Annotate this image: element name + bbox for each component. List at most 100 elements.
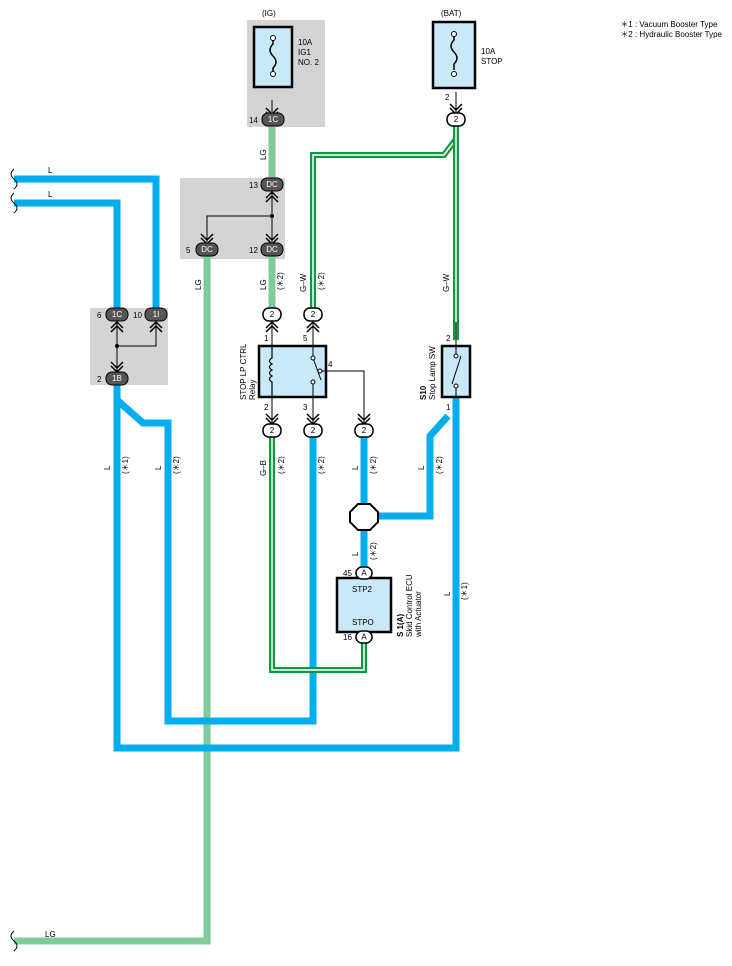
- fuse-ig-group: (IG): [262, 9, 276, 18]
- legend-note-2: ＊2 : Hydraulic Booster Type: [620, 30, 722, 39]
- legend-note-1: ＊1 : Vacuum Booster Type: [620, 20, 718, 29]
- junction-splice: [349, 503, 379, 531]
- connector-2-relay-3[interactable]: 2: [303, 413, 323, 438]
- wire-l-vacuum: [113, 385, 460, 752]
- connector-2-relay-1[interactable]: 2: [262, 307, 282, 333]
- connector-a-16[interactable]: A: [355, 630, 373, 644]
- connector-1c-top[interactable]: 1C: [261, 107, 285, 127]
- fuse-ig-rating: 10A: [298, 38, 313, 47]
- connector-2-bat[interactable]: 2: [446, 103, 466, 127]
- connector-2-relay-5[interactable]: 2: [303, 307, 323, 333]
- pin-4-relay: 4: [328, 360, 333, 369]
- connector-a-45[interactable]: A: [355, 566, 373, 580]
- wire-lg-group: [14, 126, 276, 945]
- connector-1c-left[interactable]: 1C: [105, 307, 129, 333]
- fuse-bat-name: STOP: [481, 57, 503, 66]
- wire-lg-ground: [14, 256, 211, 945]
- pin-12: 12: [249, 246, 258, 255]
- svg-text:A: A: [361, 633, 367, 642]
- wire-note-gb: (＊2): [277, 456, 286, 474]
- wire-label-lg-ig: LG: [259, 149, 268, 160]
- wire-label-lg-ground: LG: [45, 930, 56, 939]
- ecu-sub: with Actuator: [414, 591, 423, 638]
- pin-3-relay: 3: [303, 403, 308, 412]
- wire-gw-group: [269, 126, 459, 673]
- ecu-pin-stpo: STPO: [352, 618, 374, 627]
- wire-label-lg-relay: LG: [259, 279, 268, 290]
- pin-2-bat: 2: [445, 93, 450, 102]
- relay-sub: Relay: [248, 380, 257, 400]
- wire-label-l-switch: L: [417, 465, 426, 470]
- wire-note-gw-relay: (＊2): [317, 272, 326, 290]
- connector-2-relay-2[interactable]: 2: [262, 413, 282, 438]
- wire-l-hydraulic: [114, 397, 317, 725]
- wire-l-top: [14, 175, 160, 308]
- pin-2-switch: 2: [446, 334, 451, 343]
- pin-5-dc: 5: [186, 246, 191, 255]
- pin-5-relay: 5: [303, 334, 308, 343]
- wire-label-lg-dc5: LG: [194, 279, 203, 290]
- wire-label-gw-relay: G–W: [299, 273, 308, 292]
- connector-1b[interactable]: 1B: [105, 361, 129, 386]
- fuse-bat-group: (BAT): [441, 9, 462, 18]
- svg-text:2: 2: [311, 426, 316, 435]
- svg-text:1B: 1B: [112, 374, 122, 383]
- wire-note-vac-right: (＊1): [460, 582, 469, 600]
- pin-14: 14: [249, 116, 258, 125]
- fuse-ig-name1: IG1: [298, 48, 311, 57]
- wire-label-gb: G–B: [259, 460, 268, 476]
- pin-13: 13: [249, 181, 258, 190]
- pin-1-switch: 1: [446, 403, 451, 412]
- svg-text:2: 2: [362, 426, 367, 435]
- svg-text:2: 2: [311, 310, 316, 319]
- pin-2-relay: 2: [264, 403, 269, 412]
- wire-note-l-vac: (＊1): [121, 456, 130, 474]
- wire-note-relay3: (＊2): [317, 456, 326, 474]
- ecu-pin-stp2: STP2: [352, 585, 373, 594]
- pin-2-1b: 2: [97, 375, 102, 384]
- connector-2-relay-4[interactable]: 2: [354, 413, 374, 438]
- fuse-stop[interactable]: [431, 20, 477, 90]
- connector-dc-12[interactable]: DC: [260, 233, 284, 257]
- wire-label-gw-switch: G–W: [442, 273, 451, 292]
- svg-text:2: 2: [270, 310, 275, 319]
- switch-code: S10: [419, 385, 428, 400]
- svg-text:A: A: [361, 569, 367, 578]
- fuse-ig1-no2[interactable]: [252, 25, 294, 89]
- wire-note-l-hyd: (＊2): [172, 456, 181, 474]
- fuse-ig-name2: NO. 2: [298, 58, 319, 67]
- legend: ＊1 : Vacuum Booster Type ＊2 : Hydraulic …: [620, 20, 722, 40]
- stop-lp-ctrl-relay[interactable]: [257, 344, 328, 399]
- svg-text:1I: 1I: [153, 310, 160, 319]
- wire-label-l-top: L: [48, 166, 53, 175]
- wire-note-switch: (＊2): [435, 456, 444, 474]
- stop-lamp-switch[interactable]: [440, 344, 472, 399]
- relay-name: STOP LP CTRL: [239, 343, 248, 400]
- svg-text:2: 2: [270, 426, 275, 435]
- svg-text:2: 2: [454, 115, 459, 124]
- pin-16: 16: [343, 633, 352, 642]
- wire-label-l-ecu: L: [351, 551, 360, 556]
- svg-text:1C: 1C: [112, 310, 122, 319]
- wire-note-relay4: (＊2): [369, 456, 378, 474]
- wire-l-group: [14, 175, 460, 752]
- wire-label-l-second: L: [48, 190, 53, 199]
- wire-note-lg-relay: (＊2): [276, 272, 285, 290]
- wire-note-ecu: (＊2): [369, 542, 378, 560]
- pin-45: 45: [343, 569, 352, 578]
- wire-break-marks: [10, 168, 18, 952]
- pin-6: 6: [97, 311, 102, 320]
- connector-dc-5[interactable]: DC: [195, 233, 219, 257]
- wire-label-l-vac-right: L: [443, 591, 452, 596]
- wire-l-switch-link: [376, 413, 451, 520]
- connector-1i[interactable]: 1I: [144, 307, 168, 333]
- ecu-code: S 1(A): [396, 614, 405, 637]
- pin-1-relay: 1: [264, 334, 269, 343]
- connector-dc-13[interactable]: DC: [260, 177, 284, 203]
- wire-label-l-hyd: L: [154, 465, 163, 470]
- svg-text:1C: 1C: [268, 115, 278, 124]
- pin-10: 10: [133, 311, 142, 320]
- fuse-bat-rating: 10A: [481, 47, 496, 56]
- switch-name: Stop Lamp SW: [428, 346, 437, 400]
